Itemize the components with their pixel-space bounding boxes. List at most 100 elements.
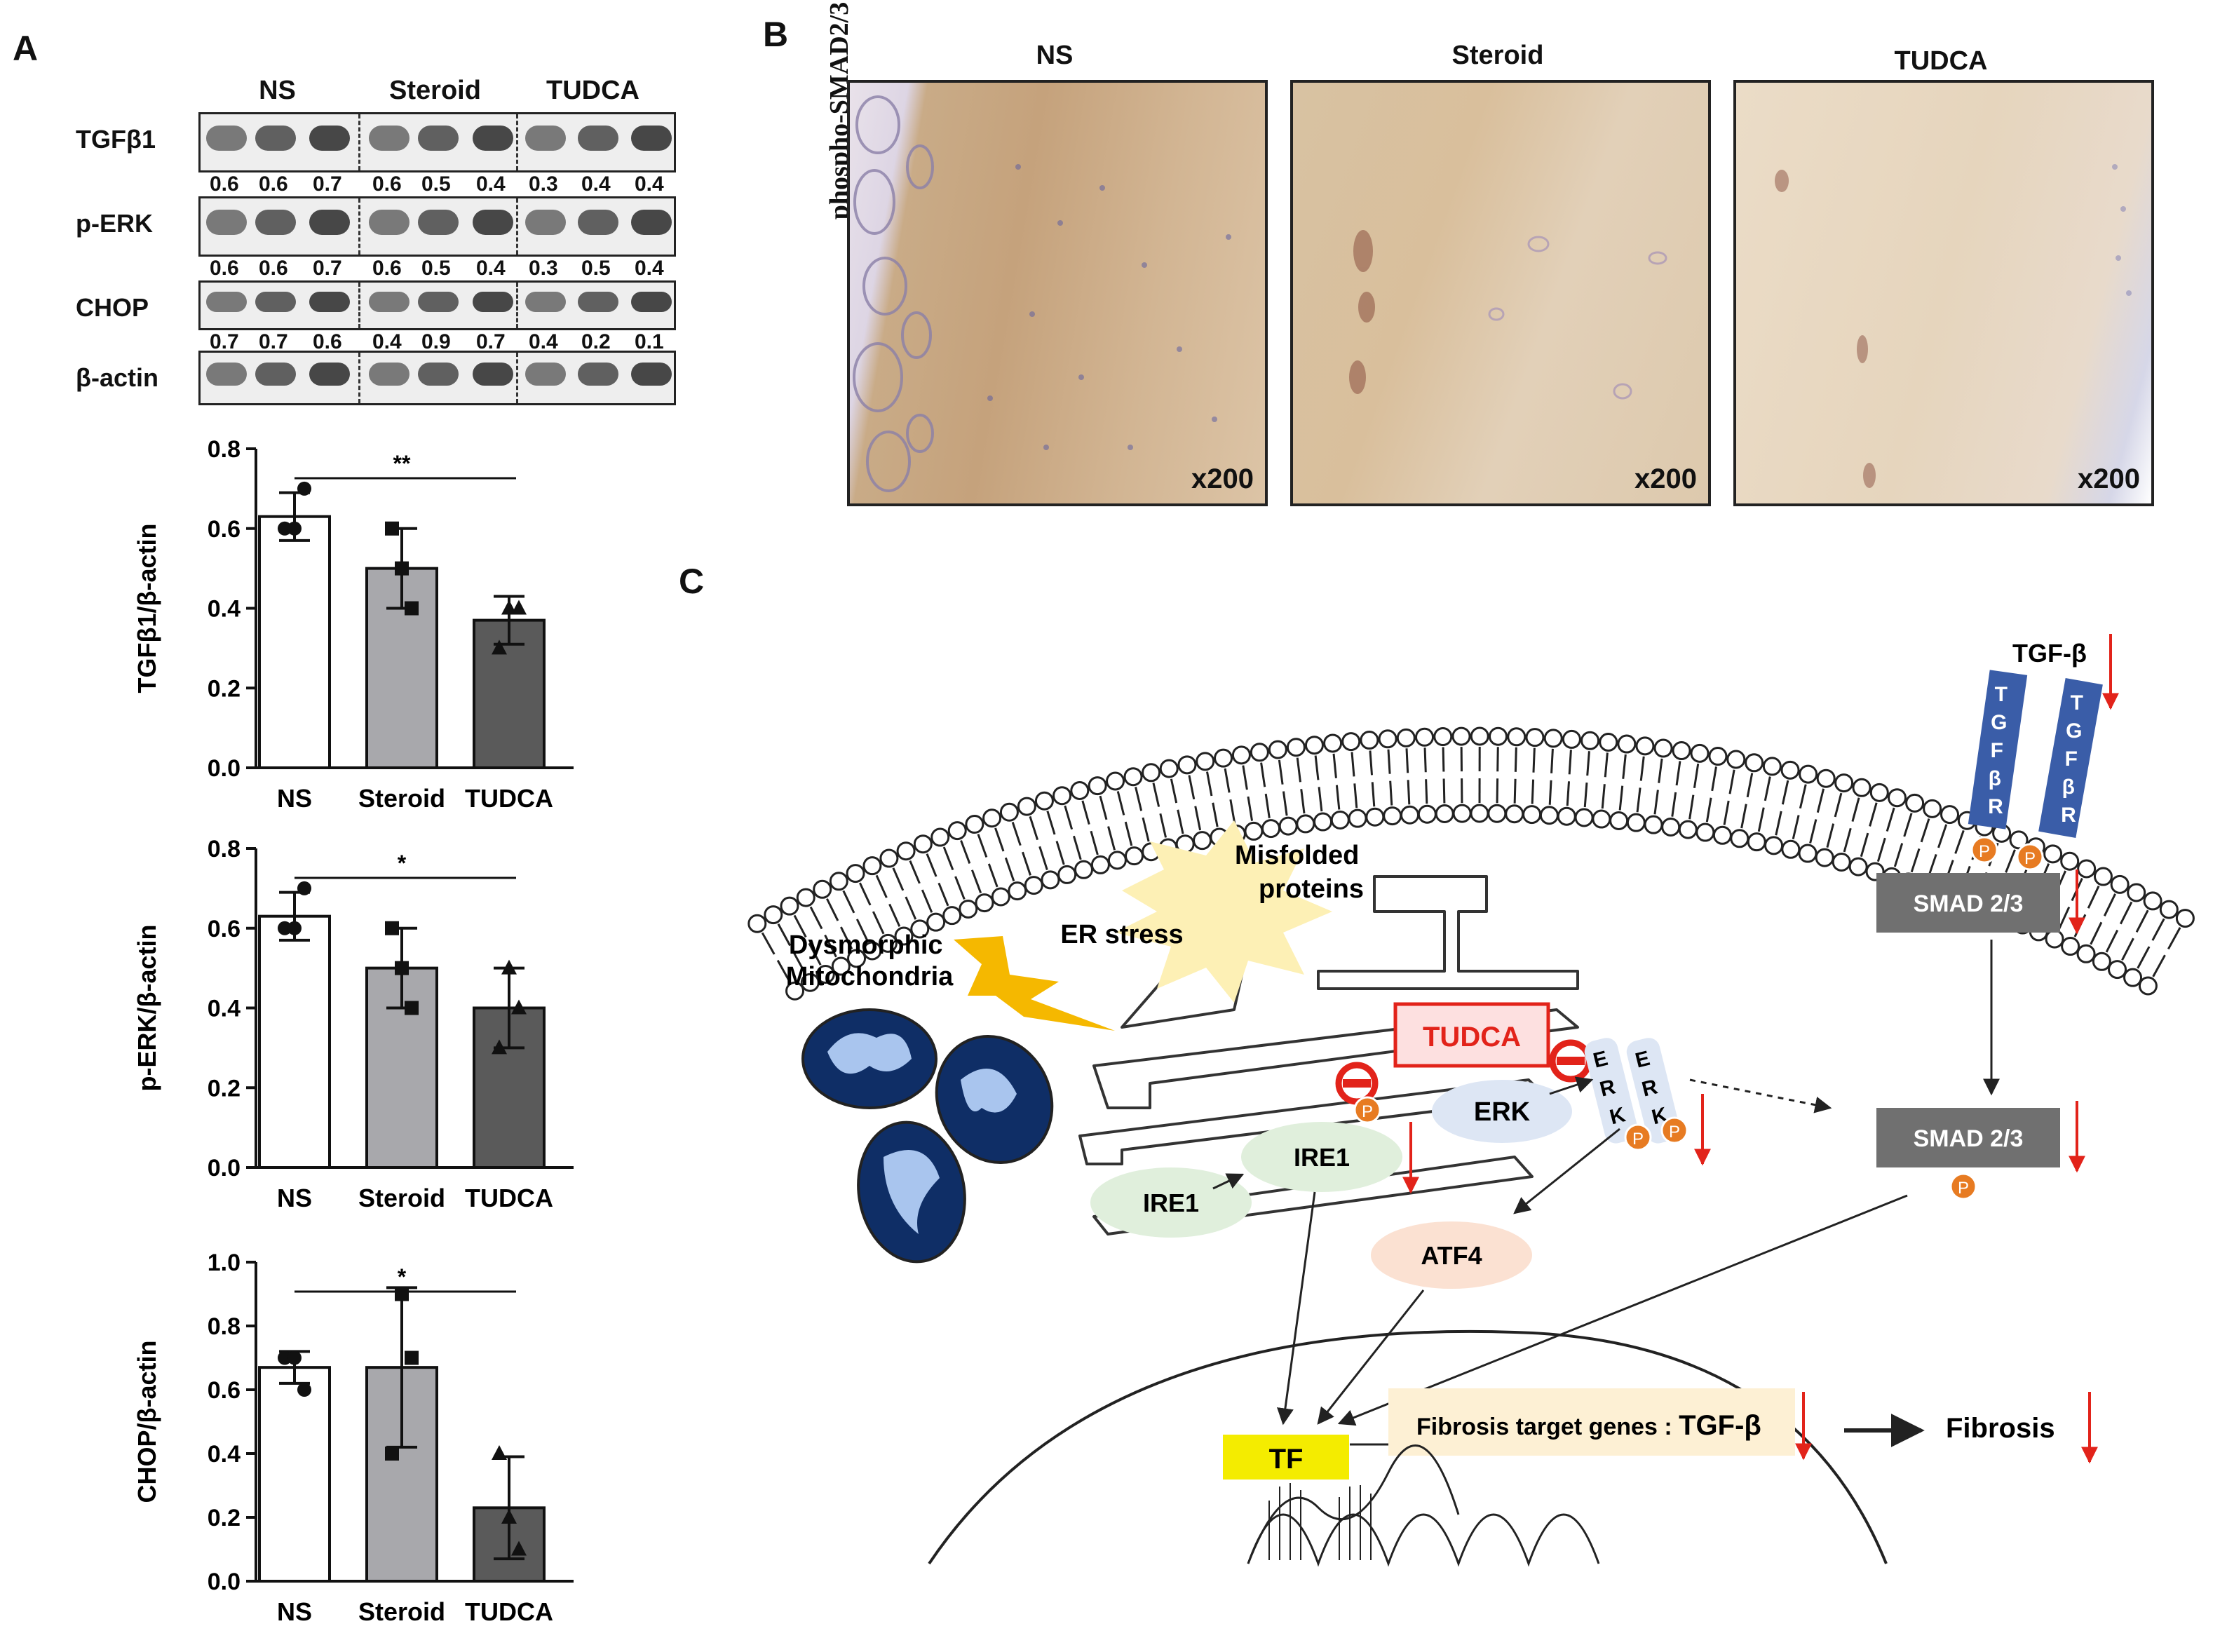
lipid-head (1088, 776, 1107, 796)
lipid-head (991, 887, 1010, 907)
lipid-head (1525, 728, 1545, 747)
lipid-tail (1064, 805, 1074, 830)
blot-band (525, 363, 566, 386)
lipid-tail (2119, 901, 2133, 925)
blot-band (255, 210, 296, 235)
lipid-head (1435, 804, 1454, 824)
x-tick-label: Steroid (358, 1184, 445, 1212)
blot-band (206, 210, 247, 235)
y-tick-label: 0.4 (208, 996, 241, 1022)
lipid-head (1041, 870, 1060, 890)
tf-label: TF (1269, 1444, 1304, 1475)
lipid-tail (1389, 780, 1393, 806)
lipid-head (1507, 727, 1527, 747)
smad-phospho: P (1949, 1172, 1977, 1200)
blot-group-divider (516, 114, 518, 170)
lipid-head (1672, 741, 1691, 761)
lipid-head (1678, 820, 1698, 839)
blot-band (309, 363, 350, 386)
tgfbr-letter: β (2062, 776, 2075, 799)
lipid-head (910, 919, 930, 939)
lipid-tail (2121, 937, 2134, 961)
lipid-tail (792, 951, 806, 974)
tgfbr-receptor-2: T G F β R (2038, 677, 2103, 839)
lipid-head (2093, 867, 2113, 886)
lipid-head (1522, 805, 1542, 825)
ire1-phospho: P (1353, 1096, 1381, 1124)
lipid-tail (1351, 752, 1355, 777)
data-point (501, 1509, 517, 1524)
lipid-head (1852, 778, 1871, 797)
blot-band (369, 126, 409, 151)
blot-quant-value: 0.4 (476, 172, 506, 196)
lipid-tail (1124, 821, 1133, 846)
y-tick-label: 0.0 (208, 755, 241, 782)
lipid-head (1488, 726, 1508, 746)
blot-quant-value: 0.7 (313, 172, 342, 196)
lipid-head (1231, 745, 1251, 765)
lipid-head (847, 949, 867, 968)
lipid-head (1762, 757, 1782, 776)
lipid-tail (1247, 796, 1254, 821)
lipid-tail (1300, 789, 1306, 814)
blot-quant-value: 0.6 (372, 257, 402, 280)
lipid-tail (1728, 769, 1735, 794)
lipid-tail (1851, 797, 1860, 822)
lipid-head (1124, 846, 1144, 866)
lipid-tail (1387, 749, 1391, 774)
lipid-head (1557, 806, 1576, 826)
lipid-tail (1622, 754, 1627, 779)
lipid-head (975, 893, 994, 913)
tgfbr-letter: T (2071, 691, 2083, 715)
lipid-head (1798, 844, 1818, 863)
lipid-tail (855, 919, 869, 942)
lipid-tail (1332, 753, 1337, 778)
blot-quant-value: 0.6 (259, 257, 288, 280)
lipid-tail (1081, 800, 1090, 825)
lipid-head (1635, 736, 1655, 756)
lipid-tail (1531, 779, 1535, 804)
lipid-tail (1072, 835, 1082, 860)
lipid-head (1057, 865, 1077, 884)
lipid-tail (1843, 827, 1852, 853)
blot-group-divider (516, 283, 518, 328)
y-tick-label: 0.0 (208, 1155, 241, 1182)
lipid-tail (793, 914, 807, 938)
svg-text:P: P (1669, 1123, 1680, 1142)
lipid-tail (942, 846, 954, 871)
lipid-tail (1693, 763, 1700, 789)
lipid-head (1008, 881, 1027, 901)
lipid-head (800, 973, 820, 992)
lipid-head (862, 941, 882, 961)
lipid-tail (1675, 761, 1681, 786)
lipid-head (2092, 952, 2111, 971)
lipid-tail (1514, 747, 1517, 772)
lipid-tail (1170, 778, 1178, 804)
blot-row-label: β-actin (76, 363, 158, 392)
blot-band (255, 126, 296, 151)
lipid-head (999, 802, 1019, 822)
blot-band (255, 292, 296, 313)
lipid-head (965, 815, 984, 834)
lipid-head (2143, 891, 2162, 911)
blot-quant-value: 0.6 (372, 172, 402, 196)
lipid-head (959, 899, 978, 919)
y-axis-label: p-ERK/β-actin (133, 925, 161, 1092)
lipid-head (1781, 839, 1801, 859)
erk-phospho-1: P (1624, 1123, 1652, 1151)
lipid-head (1341, 732, 1361, 752)
lipid-head (796, 888, 815, 907)
lipid-tail (1809, 819, 1818, 844)
lipid-tail (1792, 815, 1800, 840)
lipid-head (1090, 855, 1110, 874)
lipid-head (747, 914, 767, 933)
svg-text:P: P (1362, 1102, 1373, 1121)
lipid-head (1106, 771, 1125, 791)
tgfbr-letter: F (1991, 739, 2003, 762)
lipid-tail (987, 863, 999, 888)
svg-text:T G F β: T G F β R (1988, 683, 2013, 818)
lipid-head (831, 956, 851, 976)
lipid-tail (1194, 806, 1202, 831)
lipid-tail (1601, 784, 1606, 809)
